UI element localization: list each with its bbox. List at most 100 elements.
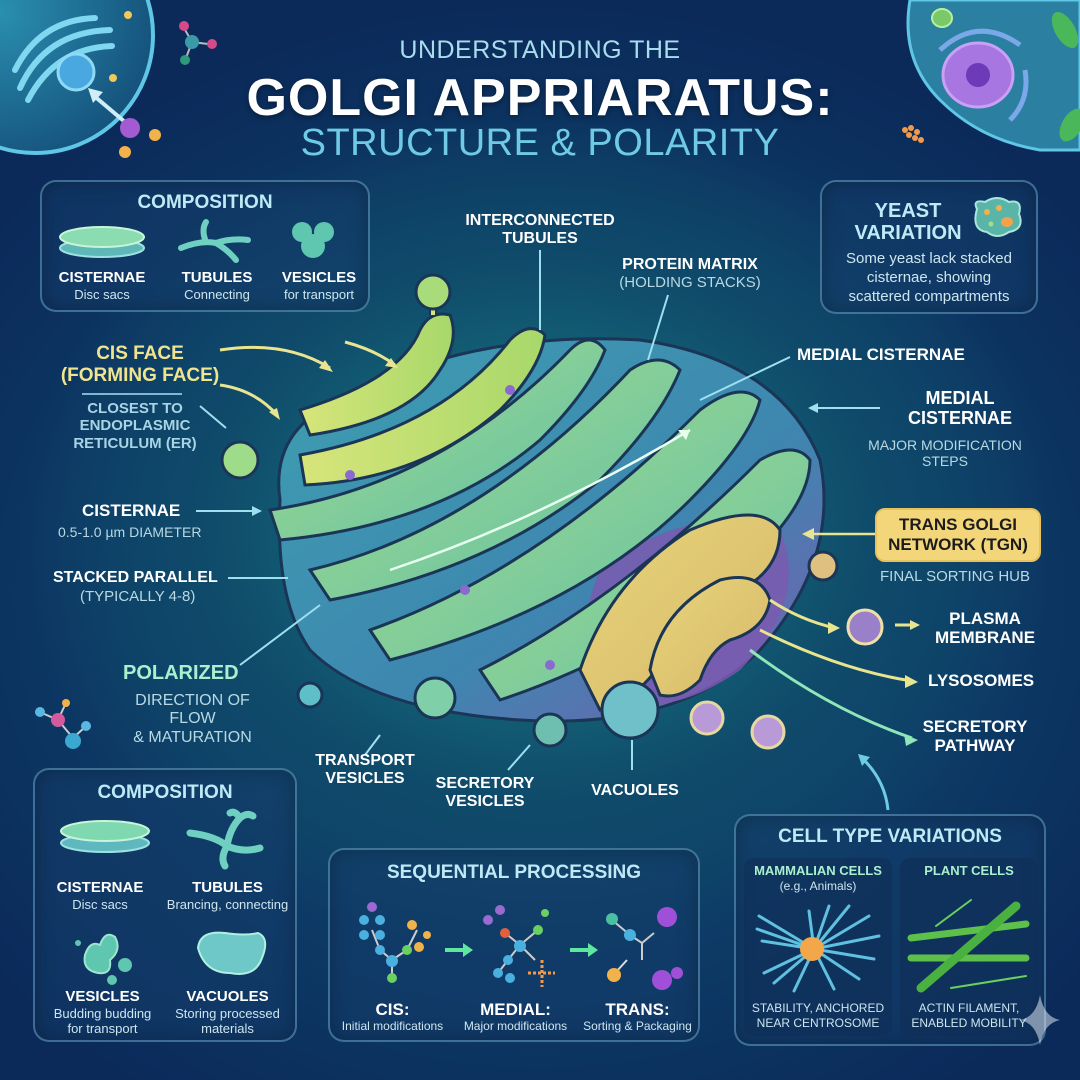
tubules-title: TUBULES	[181, 269, 253, 286]
golgi-apparatus-illustration	[220, 273, 839, 750]
tubules-icon	[178, 219, 251, 263]
step-medial-title: MEDIAL:	[480, 1000, 551, 1019]
tubules-title-bottom: TUBULES	[192, 879, 263, 896]
composition-panel-top: COMPOSITION CISTERNAE Disc sacs TUBULES …	[40, 180, 370, 312]
vacuoles-title-bottom: VACUOLES	[186, 988, 269, 1005]
medial-molecule-icon	[483, 905, 555, 987]
cisternae-icon	[59, 226, 145, 258]
yeast-title-2: VARIATION	[854, 222, 962, 244]
polarized-label: POLARIZED	[123, 662, 239, 684]
animal-cell-illustration	[0, 0, 161, 158]
composition-bottom-title: COMPOSITION	[97, 782, 233, 803]
polarized-desc: DIRECTION OF FLOW & MATURATION	[110, 692, 275, 747]
interconnected-tubules-2: TUBULES	[502, 229, 578, 247]
cis-face-line2: (FORMING FACE)	[60, 364, 220, 386]
cis-desc-2: ENDOPLASMIC	[79, 417, 191, 435]
step-trans-desc: Sorting & Packaging	[583, 1019, 692, 1033]
plant-title: PLANT CELLS	[924, 863, 1014, 878]
trans-molecule-icon	[606, 907, 683, 990]
cell-type-variations-panel: CELL TYPE VARIATIONS MAMMALIAN CELLS (e.…	[734, 814, 1046, 1046]
molecule-icon-top	[179, 21, 217, 65]
protein-matrix-sub: (HOLDING STACKS)	[619, 274, 761, 291]
yeast-text-1: Some yeast lack stacked	[846, 250, 1012, 267]
cisternae-desc-bottom: Disc sacs	[72, 897, 128, 912]
step-cis-title: CIS:	[375, 1000, 410, 1019]
medial-cisternae-desc: MAJOR MODIFICATION STEPS	[855, 437, 1035, 469]
composition-title: COMPOSITION	[137, 192, 273, 213]
cisternae-desc: Disc sacs	[74, 287, 130, 302]
composition-panel-bottom: COMPOSITION CISTERNAE Disc sacs TUBULES …	[33, 768, 297, 1042]
cis-divider	[82, 393, 182, 395]
title-line-1: UNDERSTANDING THE	[399, 36, 681, 64]
mammalian-sub: (e.g., Animals)	[779, 879, 857, 893]
secretory-vesicles-2: VESICLES	[445, 792, 525, 810]
plant-cell-illustration	[906, 0, 1080, 152]
vesicles-desc-bottom-1: Budding budding	[53, 1006, 152, 1021]
cis-molecule-icon	[359, 902, 431, 983]
tgn-line-2: NETWORK (TGN)	[888, 534, 1028, 554]
tubules-icon	[186, 808, 264, 870]
plant-desc-1: ACTIN FILAMENT,	[918, 1001, 1020, 1015]
vesicles-desc-bottom-2: for transport	[67, 1021, 138, 1036]
transport-vesicles-2: VESICLES	[325, 769, 405, 787]
tgn-desc: FINAL SORTING HUB	[879, 568, 1031, 585]
cis-desc-3: RETICULUM (ER)	[73, 434, 197, 452]
medial-cisternae-top-label: MEDIAL CISTERNAE	[797, 345, 965, 364]
yeast-text-3: scattered compartments	[848, 288, 1010, 305]
interconnected-tubules-label: INTERCONNECTED TUBULES	[440, 212, 640, 247]
medial-cisternae-label: MEDIAL CISTERNAE	[880, 388, 1040, 429]
sequential-title: SEQUENTIAL PROCESSING	[386, 862, 642, 883]
cis-arrows	[219, 340, 398, 420]
yeast-text-2: cisternae, showing	[866, 269, 992, 286]
cis-desc-1: CLOSEST TO	[87, 400, 183, 417]
plant-desc-2: ENABLED MOBILITY	[911, 1016, 1027, 1030]
cisternae-size: 0.5-1.0 µm DIAMETER	[58, 524, 202, 540]
sequential-processing-panel: SEQUENTIAL PROCESSING CIS: Initial modif…	[328, 848, 700, 1042]
cisternae-title-bottom: CISTERNAE	[56, 879, 144, 896]
cisternae-title: CISTERNAE	[58, 269, 146, 286]
secretory-pathway-1: SECRETORY	[922, 717, 1028, 736]
step-cis-desc: Initial modifications	[341, 1019, 444, 1033]
microtubule-centrosome-icon	[755, 904, 881, 993]
polarized-desc-2: & MATURATION	[133, 728, 252, 746]
cell-types-title: CELL TYPE VARIATIONS	[778, 826, 1002, 847]
step-trans-title: TRANS:	[605, 1000, 670, 1019]
stacked-parallel-sub: (TYPICALLY 4-8)	[80, 588, 196, 605]
vesicles-icon	[292, 222, 334, 258]
interconnected-tubules-1: INTERCONNECTED	[465, 212, 615, 229]
yeast-variation-panel: YEAST VARIATION Some yeast lack stacked …	[820, 180, 1038, 314]
vesicles-desc: for transport	[283, 287, 355, 302]
page-title: GOLGI APPRIARATUS:	[246, 69, 834, 127]
step-medial-desc: Major modifications	[463, 1019, 568, 1033]
mammalian-desc-1: STABILITY, ANCHORED	[751, 1001, 885, 1015]
plasma-membrane-2: MEMBRANE	[934, 627, 1036, 647]
secretory-pathway-2: PATHWAY	[934, 735, 1016, 755]
arrow-right-icon	[570, 943, 598, 957]
vesicles-title: VESICLES	[281, 269, 357, 286]
secretory-vesicles-label: SECRETORY VESICLES	[420, 775, 550, 810]
page-subtitle: STRUCTURE & POLARITY	[300, 122, 780, 164]
tubules-desc: Connecting	[184, 287, 250, 302]
arrow-right-icon	[445, 943, 473, 957]
vacuoles-desc-bottom-1: Storing processed	[175, 1006, 280, 1021]
vesicles-icon	[75, 933, 132, 985]
vacuoles-label: VACUOLES	[591, 782, 679, 799]
cisternae-label: CISTERNAE	[82, 501, 181, 520]
cis-face-label: CIS FACE (FORMING FACE)	[60, 343, 220, 387]
medial-desc-2: STEPS	[922, 453, 968, 470]
plasma-membrane-vesicle	[846, 608, 884, 646]
plasma-membrane-label: PLASMA MEMBRANE	[930, 609, 1040, 647]
mammalian-desc-2: NEAR CENTROSOME	[756, 1016, 880, 1030]
medial-line-1: MEDIAL	[925, 388, 995, 408]
medial-line-2: CISTERNAE	[907, 407, 1012, 428]
yeast-title-1: YEAST	[874, 200, 942, 222]
cisternae-icon	[60, 820, 150, 853]
tgn-line-1: TRANS GOLGI	[898, 515, 1018, 534]
vesicles-title-bottom: VESICLES	[65, 988, 140, 1005]
stacked-parallel-label: STACKED PARALLEL	[53, 569, 218, 586]
tgn-label-box: TRANS GOLGI NETWORK (TGN)	[875, 508, 1041, 562]
sparkle-icon	[1020, 995, 1060, 1045]
cis-face-line1: CIS FACE	[96, 343, 184, 364]
mammalian-title: MAMMALIAN CELLS	[754, 863, 882, 878]
medial-desc-1: MAJOR MODIFICATION	[868, 437, 1022, 453]
